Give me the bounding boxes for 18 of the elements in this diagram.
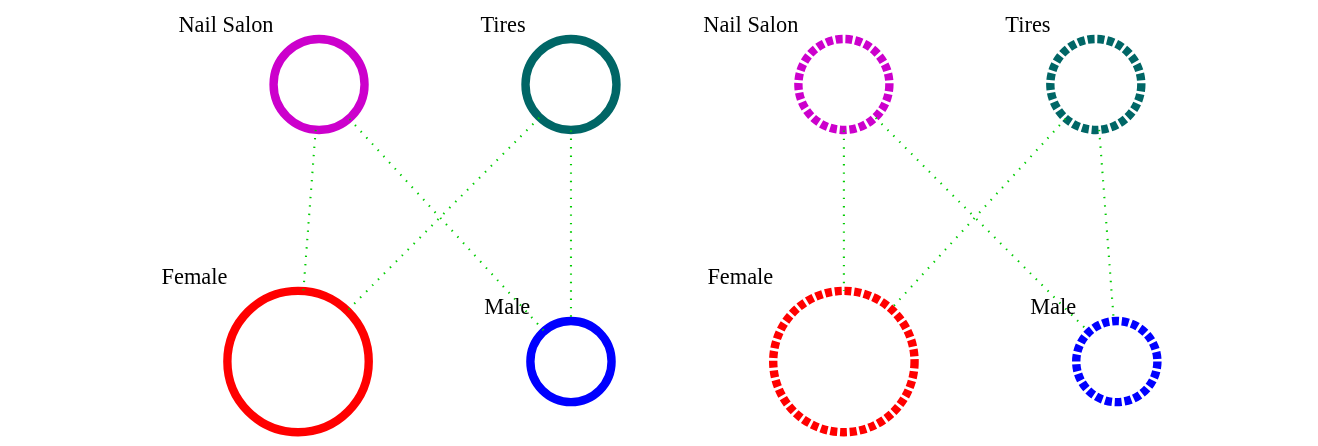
- node-circle: [520, 34, 621, 135]
- node-label: Tires: [480, 11, 526, 37]
- node-label: Tires: [1004, 11, 1051, 37]
- node-label: Female: [706, 263, 773, 289]
- node-circle: [793, 34, 894, 135]
- node-circle: [268, 34, 369, 135]
- node-circle: [222, 286, 373, 437]
- node-circle: [768, 286, 919, 437]
- node-label: Nail Salon: [177, 11, 274, 37]
- connector: [842, 130, 845, 291]
- node-label: Male: [483, 293, 530, 319]
- connector: [301, 129, 317, 292]
- node-circle: [1045, 34, 1145, 135]
- node-label: Male: [1029, 293, 1076, 319]
- node-circle: [1071, 316, 1162, 407]
- node-label: Nail Salon: [702, 11, 798, 37]
- node-circle: [525, 316, 616, 407]
- node-label: Female: [161, 263, 227, 289]
